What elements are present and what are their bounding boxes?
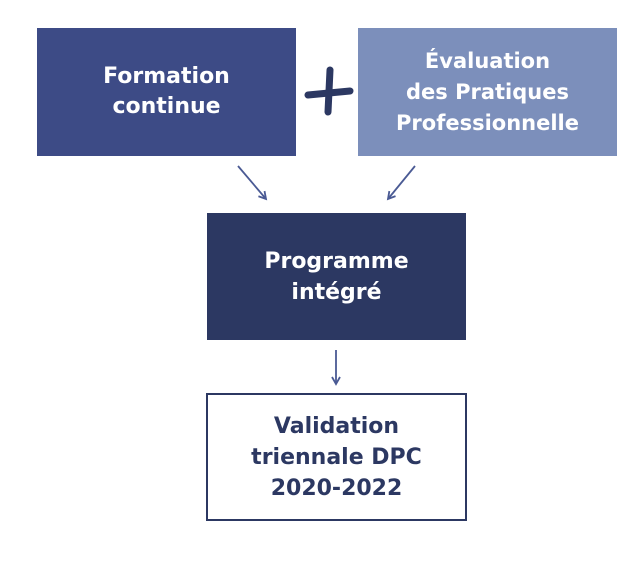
programme-integre-box: Programme intégré xyxy=(207,213,466,340)
formation-continue-box: Formation continue xyxy=(37,28,296,156)
evaluation-pratiques-label: Évaluation des Pratiques Professionnelle xyxy=(396,46,579,139)
programme-line-2: intégré xyxy=(291,279,382,305)
validation-line-3: 2020-2022 xyxy=(270,475,403,501)
programme-line-1: Programme xyxy=(264,248,409,274)
formation-line-2: continue xyxy=(112,94,221,119)
evaluation-line-3: Professionnelle xyxy=(396,110,579,135)
evaluation-pratiques-box: Évaluation des Pratiques Professionnelle xyxy=(358,28,617,156)
validation-triennale-box: Validation triennale DPC 2020-2022 xyxy=(206,393,467,521)
validation-line-1: Validation xyxy=(273,413,400,439)
arrow-evaluation-to-programme xyxy=(386,165,416,201)
programme-integre-label: Programme intégré xyxy=(264,246,408,308)
validation-triennale-label: Validation triennale DPC 2020-2022 xyxy=(251,411,422,504)
formation-line-1: Formation xyxy=(103,64,230,89)
evaluation-line-2: des Pratiques xyxy=(406,79,569,104)
validation-line-2: triennale DPC xyxy=(251,444,422,470)
evaluation-line-1: Évaluation xyxy=(424,48,551,73)
plus-icon xyxy=(304,66,354,116)
arrow-formation-to-programme xyxy=(237,165,268,201)
formation-continue-label: Formation continue xyxy=(103,62,230,122)
